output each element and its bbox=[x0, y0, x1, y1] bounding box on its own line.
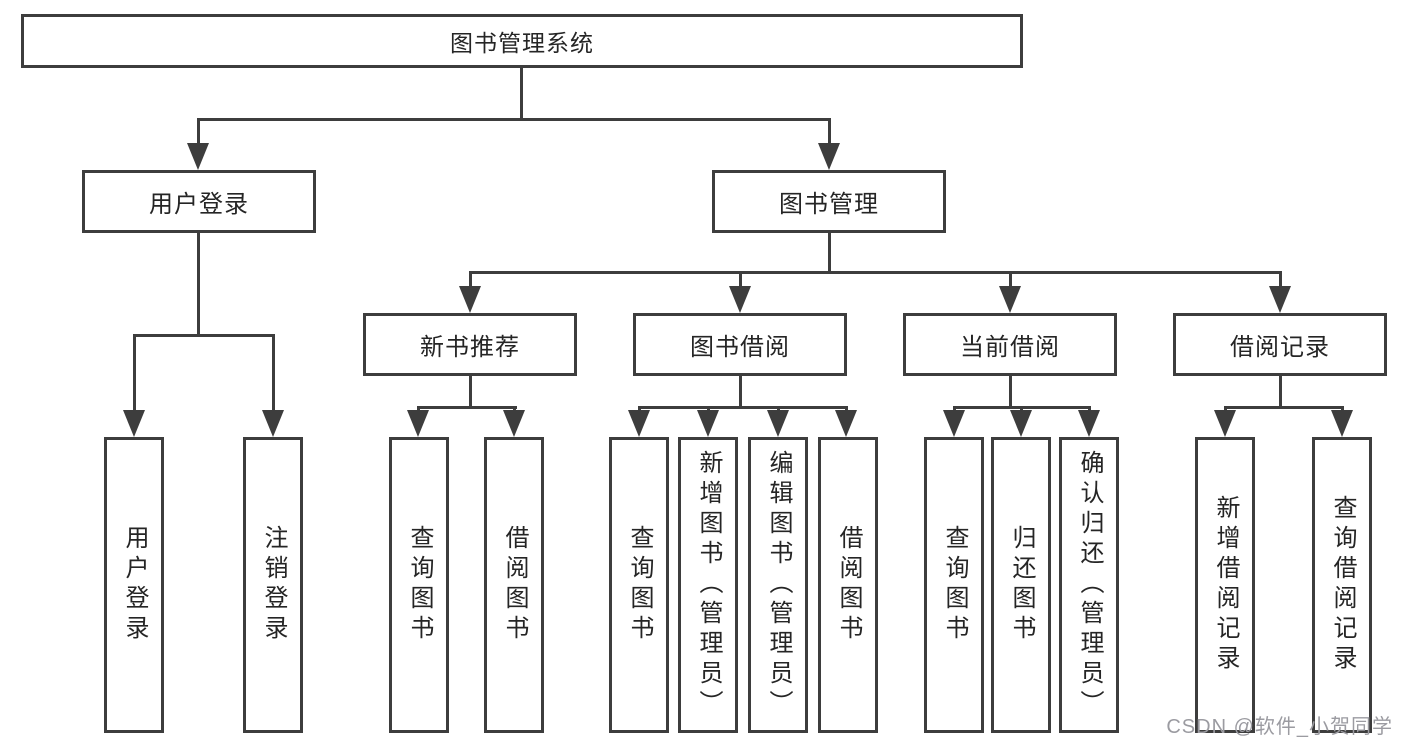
leaf-return-books: 归还图书 bbox=[991, 437, 1051, 733]
leaf-add-book-admin: 新增图书（管理员） bbox=[678, 437, 738, 733]
leaf-logout: 注销登录 bbox=[243, 437, 303, 733]
watermark: CSDN @软件_小贺同学 bbox=[1166, 716, 1393, 738]
node-library-management-system: 图书管理系统 bbox=[21, 14, 1023, 68]
leaf-query-borrow-record: 查询借阅记录 bbox=[1312, 437, 1372, 733]
bus-new-book-recommend-line bbox=[417, 406, 517, 409]
arrow-down-icon bbox=[1269, 286, 1291, 313]
arrow-down-icon bbox=[262, 410, 284, 437]
arrow-down-icon bbox=[697, 410, 719, 437]
node-current-borrowing: 当前借阅 bbox=[903, 313, 1117, 376]
arrow-down-icon bbox=[943, 410, 965, 437]
leaf-label: 新增借阅记录 bbox=[1212, 495, 1239, 675]
leaf-borrow-books-recommend: 借阅图书 bbox=[484, 437, 544, 733]
leaf-label: 用户登录 bbox=[121, 525, 148, 645]
leaf-edit-book-admin: 编辑图书（管理员） bbox=[748, 437, 808, 733]
trunk-book-management-line bbox=[828, 233, 831, 274]
stem-line bbox=[739, 271, 742, 290]
leaf-query-books-borrowing: 查询图书 bbox=[609, 437, 669, 733]
node-new-book-recommend: 新书推荐 bbox=[363, 313, 577, 376]
bus-level3-line bbox=[469, 271, 1282, 274]
arrow-down-icon bbox=[1214, 410, 1236, 437]
stem-line bbox=[1279, 271, 1282, 290]
arrow-down-icon bbox=[999, 286, 1021, 313]
leaf-confirm-return-admin: 确认归还（管理员） bbox=[1059, 437, 1119, 733]
stem-line bbox=[133, 334, 136, 412]
node-label: 当前借阅 bbox=[960, 334, 1060, 361]
node-user-login: 用户登录 bbox=[82, 170, 316, 233]
leaf-label: 借阅图书 bbox=[501, 525, 528, 645]
leaf-label: 借阅图书 bbox=[835, 525, 862, 645]
arrow-down-icon bbox=[1078, 410, 1100, 437]
arrow-down-icon bbox=[767, 410, 789, 437]
arrow-down-icon bbox=[1010, 410, 1032, 437]
bus-level2-line bbox=[197, 118, 831, 121]
leaf-label: 查询图书 bbox=[941, 525, 968, 645]
leaf-label: 查询图书 bbox=[406, 525, 433, 645]
stem-line bbox=[197, 118, 200, 146]
arrow-down-icon bbox=[818, 143, 840, 170]
arrow-down-icon bbox=[459, 286, 481, 313]
leaf-label: 编辑图书（管理员） bbox=[765, 450, 792, 720]
bus-borrowing-records-line bbox=[1224, 406, 1344, 409]
leaf-borrow-books-borrowing: 借阅图书 bbox=[818, 437, 878, 733]
leaf-label: 确认归还（管理员） bbox=[1076, 450, 1103, 720]
node-book-management: 图书管理 bbox=[712, 170, 946, 233]
node-label: 借阅记录 bbox=[1230, 334, 1330, 361]
leaf-query-books-recommend: 查询图书 bbox=[389, 437, 449, 733]
leaf-query-books-current: 查询图书 bbox=[924, 437, 984, 733]
node-borrowing-records: 借阅记录 bbox=[1173, 313, 1387, 376]
arrow-down-icon bbox=[123, 410, 145, 437]
trunk-root-line bbox=[520, 68, 523, 121]
node-label: 图书管理 bbox=[779, 191, 879, 218]
node-label: 新书推荐 bbox=[420, 334, 520, 361]
trunk-borrowing-records-line bbox=[1279, 376, 1282, 408]
leaf-label: 注销登录 bbox=[260, 525, 287, 645]
node-book-borrowing: 图书借阅 bbox=[633, 313, 847, 376]
stem-line bbox=[828, 118, 831, 146]
arrow-down-icon bbox=[628, 410, 650, 437]
trunk-user-login-line bbox=[197, 233, 200, 336]
node-label: 图书借阅 bbox=[690, 334, 790, 361]
arrow-down-icon bbox=[835, 410, 857, 437]
leaf-label: 归还图书 bbox=[1008, 525, 1035, 645]
leaf-label: 新增图书（管理员） bbox=[695, 450, 722, 720]
stem-line bbox=[469, 271, 472, 290]
leaf-add-borrow-record: 新增借阅记录 bbox=[1195, 437, 1255, 733]
stem-line bbox=[272, 334, 275, 412]
node-label: 图书管理系统 bbox=[450, 30, 594, 56]
bus-user-login-line bbox=[133, 334, 275, 337]
arrow-down-icon bbox=[187, 143, 209, 170]
node-label: 用户登录 bbox=[149, 191, 249, 218]
trunk-current-borrowing-line bbox=[1009, 376, 1012, 408]
trunk-new-book-recommend-line bbox=[469, 376, 472, 408]
stem-line bbox=[1009, 271, 1012, 290]
leaf-label: 查询借阅记录 bbox=[1329, 495, 1356, 675]
arrow-down-icon bbox=[503, 410, 525, 437]
bus-book-borrowing-line bbox=[638, 406, 847, 409]
arrow-down-icon bbox=[1331, 410, 1353, 437]
arrow-down-icon bbox=[407, 410, 429, 437]
arrow-down-icon bbox=[729, 286, 751, 313]
leaf-user-login: 用户登录 bbox=[104, 437, 164, 733]
leaf-label: 查询图书 bbox=[626, 525, 653, 645]
trunk-book-borrowing-line bbox=[739, 376, 742, 408]
